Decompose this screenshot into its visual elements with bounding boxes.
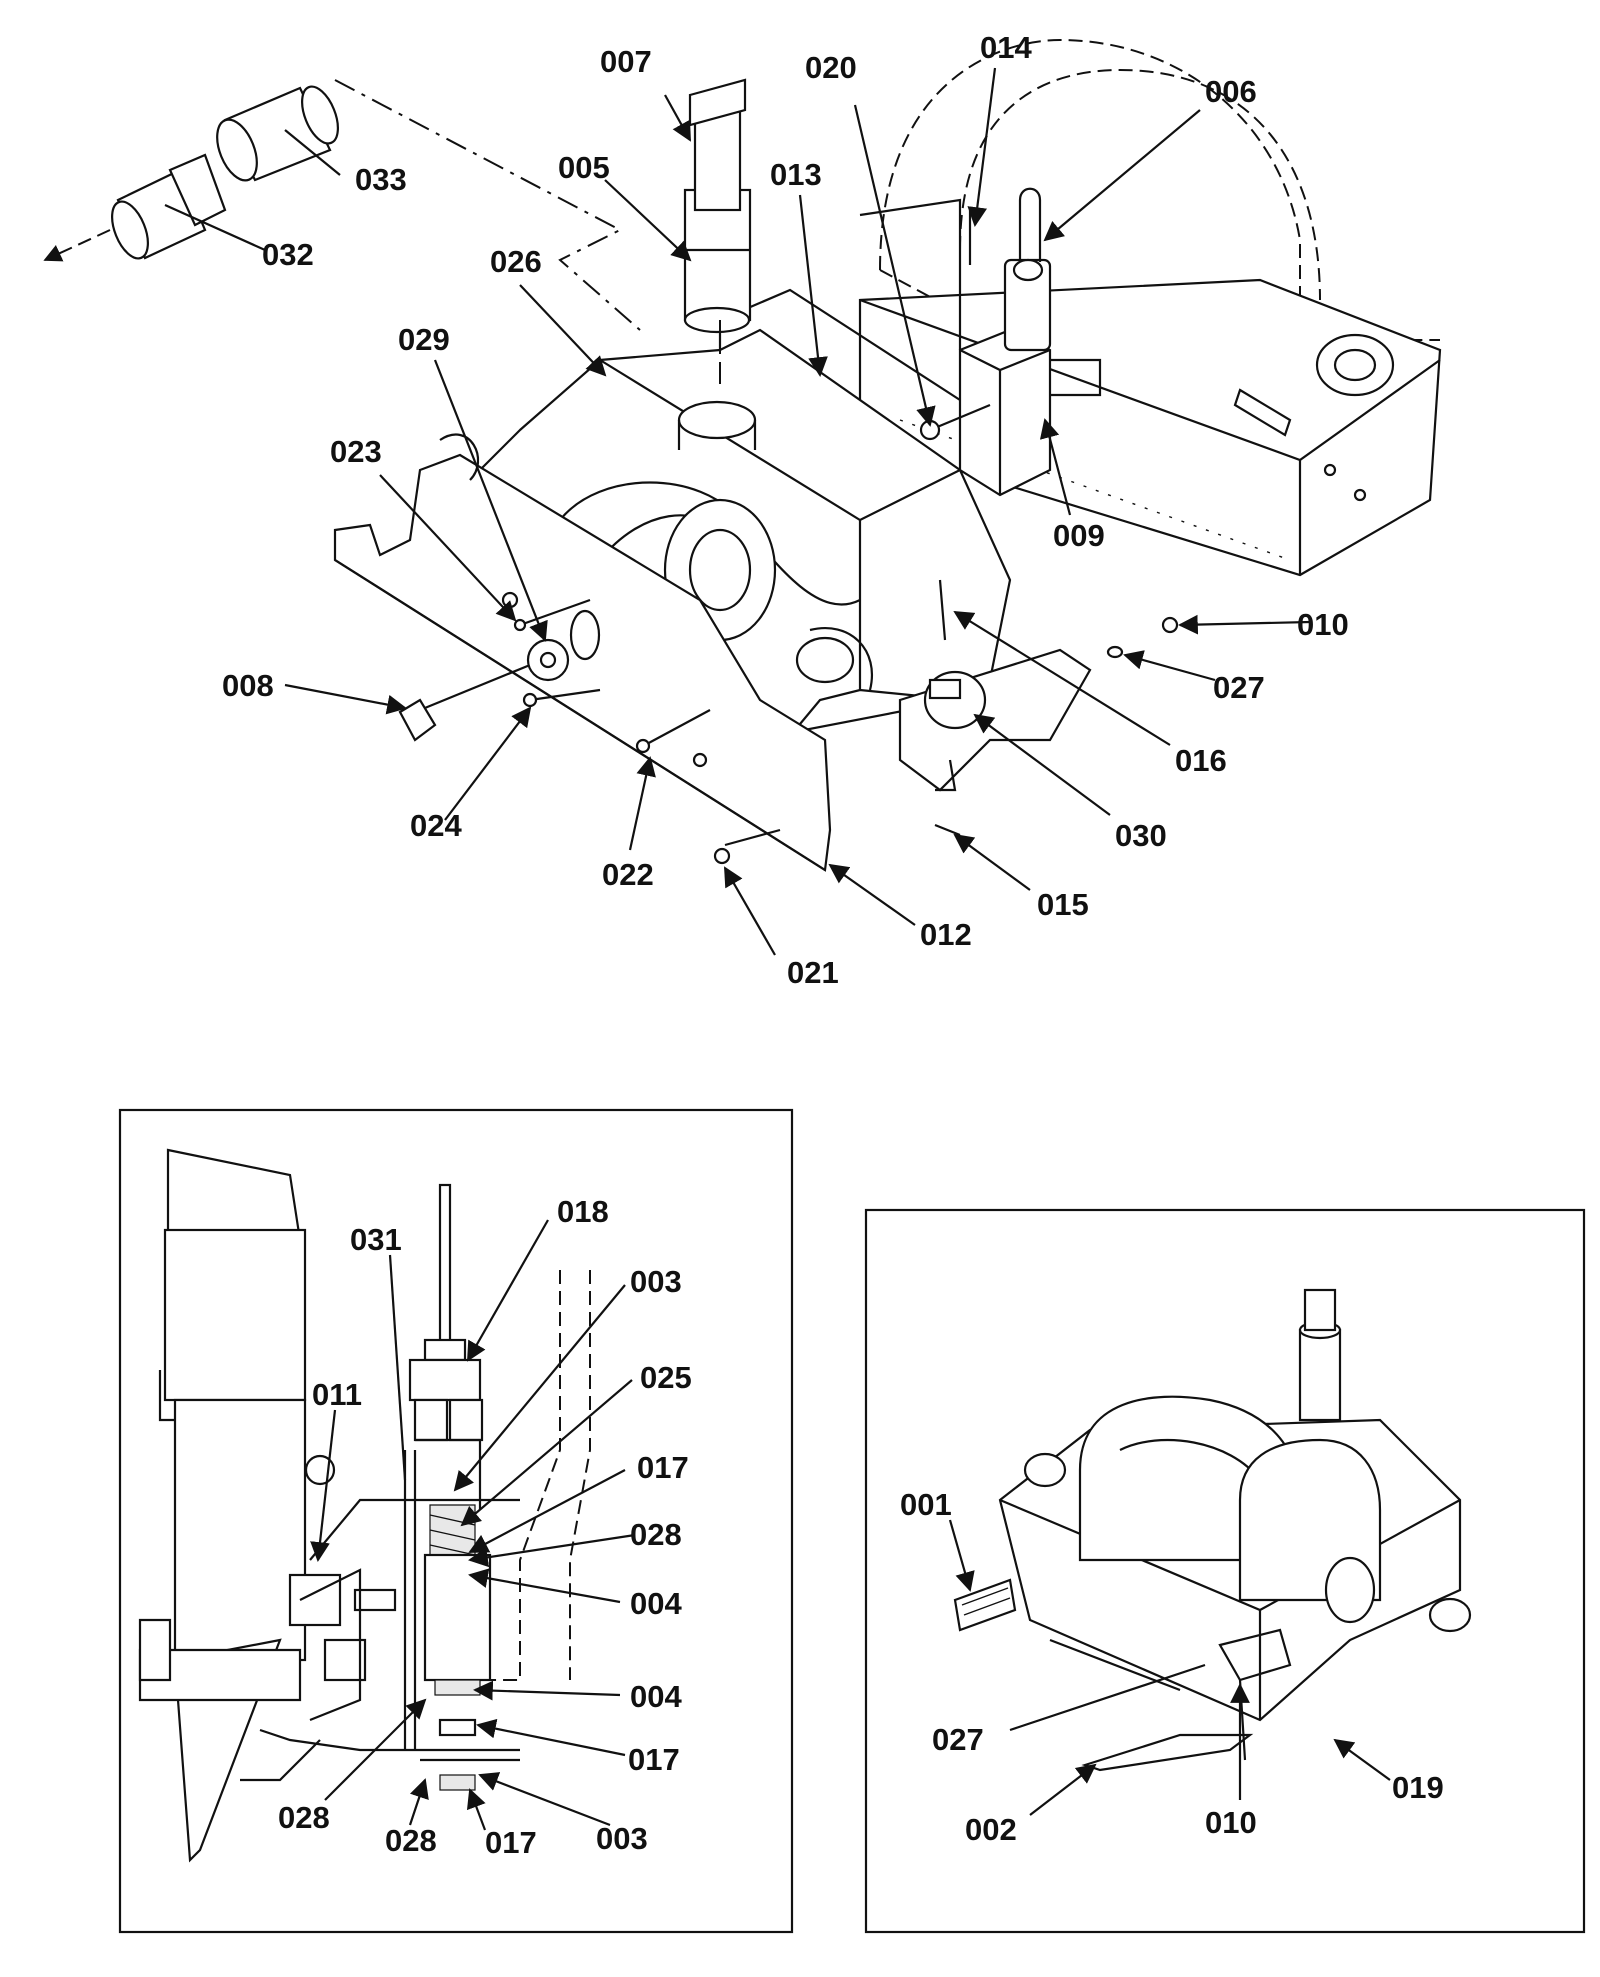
- callout-028c: 028: [385, 1823, 437, 1858]
- leader-027b: [1009, 1663, 1206, 1732]
- leader-033: [284, 129, 341, 176]
- leader-022: [628, 756, 656, 851]
- leader-010: [1178, 614, 1311, 635]
- leader-025: [460, 1379, 633, 1527]
- leader-004a: [468, 1568, 621, 1604]
- leader-017c: [466, 1788, 487, 1831]
- leader-015: [953, 833, 1031, 891]
- callout-labels: 007 014 020 006 005 013 033 032 026 029 …: [222, 30, 1444, 1860]
- callout-028b: 028: [278, 1800, 330, 1835]
- detail-left-view: [118, 1108, 794, 1934]
- leader-021: [724, 866, 776, 956]
- leader-027: [1123, 650, 1216, 682]
- callout-007: 007: [600, 44, 652, 79]
- leader-003a: [453, 1284, 626, 1492]
- leader-017a: [468, 1469, 626, 1553]
- detail-right-frame: [864, 1208, 1586, 1934]
- callout-003a: 003: [630, 1264, 682, 1299]
- leader-031: [388, 1254, 407, 1481]
- leader-016: [953, 610, 1171, 746]
- leader-004b: [473, 1680, 621, 1701]
- callout-004b: 004: [630, 1679, 682, 1714]
- callout-026: 026: [490, 244, 542, 279]
- leader-024: [444, 706, 532, 821]
- leader-028b: [324, 1698, 427, 1801]
- leader-011: [310, 1409, 337, 1562]
- callout-031: 031: [350, 1222, 402, 1257]
- callout-017c: 017: [485, 1825, 537, 1860]
- leader-003b: [478, 1772, 611, 1827]
- leader-007: [664, 94, 691, 142]
- bracket-plate: [859, 198, 962, 350]
- callout-032: 032: [262, 237, 314, 272]
- callout-017b: 017: [628, 1742, 680, 1777]
- callout-008: 008: [222, 668, 274, 703]
- leader-028c: [408, 1778, 429, 1826]
- detail-left-frame: [118, 1108, 794, 1934]
- callout-030: 030: [1115, 818, 1167, 853]
- callout-021: 021: [787, 955, 839, 990]
- centerline: [334, 79, 641, 331]
- detail-right-view: [864, 1208, 1586, 1934]
- callout-018: 018: [557, 1194, 609, 1229]
- callout-027b: 027: [932, 1722, 984, 1757]
- leader-019: [1333, 1738, 1391, 1781]
- leader-014: [967, 67, 997, 227]
- leader-023: [379, 474, 517, 622]
- knob-assembly: [398, 598, 601, 742]
- callout-001: 001: [900, 1487, 952, 1522]
- callout-022: 022: [602, 857, 654, 892]
- callout-013: 013: [770, 157, 822, 192]
- callout-002: 002: [965, 1812, 1017, 1847]
- pins: [635, 579, 1179, 865]
- leader-012: [828, 863, 916, 926]
- main-exploded-view: [43, 38, 1442, 872]
- callout-019: 019: [1392, 1770, 1444, 1805]
- callout-027: 027: [1213, 670, 1265, 705]
- callout-029: 029: [398, 322, 450, 357]
- leader-001: [948, 1519, 975, 1592]
- leader-005: [604, 179, 692, 262]
- leader-020: [853, 104, 936, 427]
- leader-009: [1039, 418, 1072, 516]
- callout-010b: 010: [1205, 1805, 1257, 1840]
- callout-004a: 004: [630, 1586, 682, 1621]
- callout-033: 033: [355, 162, 407, 197]
- leader-017b: [476, 1718, 626, 1757]
- callout-025: 025: [640, 1360, 692, 1395]
- leader-008: [284, 683, 407, 715]
- callout-028a: 028: [630, 1517, 682, 1552]
- leader-026: [519, 284, 607, 377]
- callout-012: 012: [920, 917, 972, 952]
- callout-010: 010: [1297, 607, 1349, 642]
- leader-lines: [164, 67, 1391, 1831]
- callout-006: 006: [1205, 74, 1257, 109]
- leader-013: [798, 194, 828, 377]
- leader-029: [433, 359, 548, 642]
- leader-018: [467, 1219, 549, 1362]
- callout-003b: 003: [596, 1821, 648, 1856]
- clamp-block: [919, 187, 1102, 497]
- leader-002: [1029, 1763, 1097, 1816]
- callout-023: 023: [330, 434, 382, 469]
- leader-032: [164, 203, 266, 252]
- leader-028a: [468, 1533, 636, 1568]
- elbow-fittings: [43, 85, 339, 262]
- callout-014: 014: [980, 30, 1032, 65]
- callout-016: 016: [1175, 743, 1227, 778]
- callout-015: 015: [1037, 887, 1089, 922]
- callout-017a: 017: [637, 1450, 689, 1485]
- callout-005: 005: [558, 150, 610, 185]
- vertical-tube: [677, 78, 757, 450]
- callout-020: 020: [805, 50, 857, 85]
- leader-006: [1043, 109, 1201, 242]
- callout-011: 011: [312, 1377, 362, 1412]
- callout-024: 024: [410, 808, 462, 843]
- callout-009: 009: [1053, 518, 1105, 553]
- leader-030: [973, 713, 1111, 816]
